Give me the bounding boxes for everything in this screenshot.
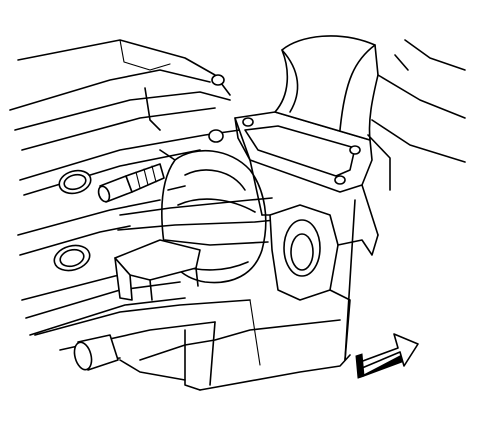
engine-block-upper bbox=[9, 39, 231, 151]
mounting-boss bbox=[249, 159, 379, 361]
gasket-rings bbox=[53, 74, 225, 272]
chassis-rail bbox=[367, 39, 466, 191]
exhaust-pipe-flange bbox=[234, 111, 373, 193]
manifold-bracket bbox=[114, 239, 201, 301]
coolant-outlet-tube bbox=[73, 334, 119, 371]
exhaust-stud-bolt bbox=[97, 163, 165, 203]
exhaust-downpipe bbox=[274, 35, 379, 141]
arrow-icon bbox=[355, 333, 419, 379]
